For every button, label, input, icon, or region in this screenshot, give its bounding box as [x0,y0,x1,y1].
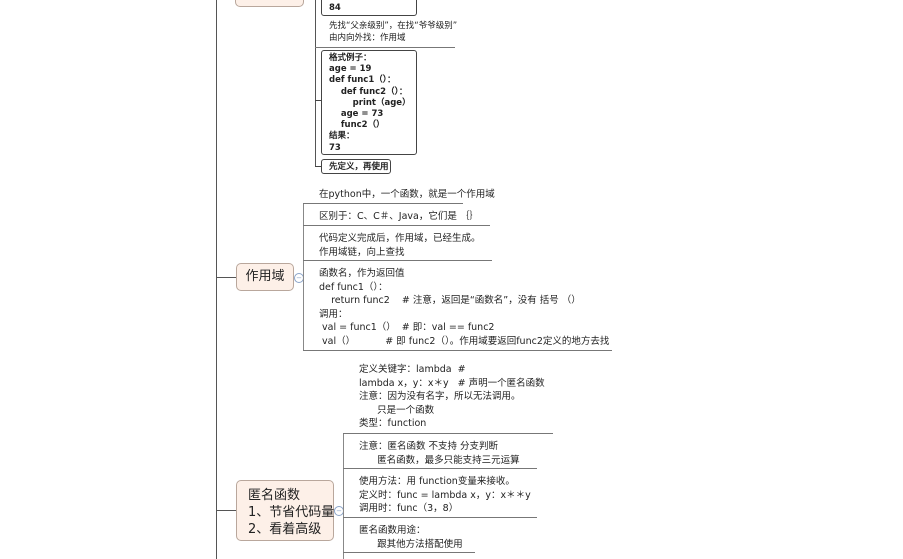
lambda-child-4[interactable]: 匿名函数用途： 跟其他方法搭配使用 [359,525,463,550]
divider [343,552,475,553]
main-spine [216,0,217,559]
lambda-branch-line [343,433,344,559]
lambda-child-2[interactable]: 注意：匿名函数 不支持 分支判断 匿名函数，最多只能支持三元运算 [359,441,520,466]
scope-topic[interactable]: 作用域 [236,263,294,291]
connector [216,277,236,278]
define-first-box[interactable]: 先定义，再使用 [321,159,391,174]
scope-child-1[interactable]: 在python中，一个函数，就是一个作用域 [319,189,495,200]
connector [315,166,321,167]
top-branch-line [315,0,316,166]
code-box-tail[interactable]: 84 [321,0,417,16]
scope-branch-line [303,203,304,351]
example-code-box[interactable]: 格式例子： age = 19 def func1（）： def func2（）：… [321,50,417,155]
connector [315,100,321,101]
divider [303,225,490,226]
lambda-topic[interactable]: 匿名函数 1、节省代码量 2、看着高级 [236,480,334,541]
scope-child-4[interactable]: 函数名，作为返回值 def func1（）： return func2 # 注意… [319,268,610,347]
divider [343,433,553,434]
lambda-child-1[interactable]: 定义关键字：lambda # lambda x，y：x＊y # 声明一个匿名函数… [359,364,545,429]
connector [216,510,236,511]
scope-child-2[interactable]: 区别于：C、C＃、Java，它们是 ｛｝ [319,211,479,222]
topic-node-previous[interactable] [235,0,304,7]
divider [303,260,492,261]
lookup-note[interactable]: 先找“父亲级别”，在找“爷爷级别” 由内向外找：作用域 [329,21,458,43]
divider [343,517,537,518]
divider [303,203,463,204]
divider [315,47,455,48]
divider [303,350,612,351]
lambda-child-3[interactable]: 使用方法：用 function变量来接收。 定义时：func = lambda … [359,476,531,514]
scope-child-3[interactable]: 代码定义完成后，作用域，已经生成。 作用域链，向上查找 [319,233,481,258]
divider [343,468,537,469]
